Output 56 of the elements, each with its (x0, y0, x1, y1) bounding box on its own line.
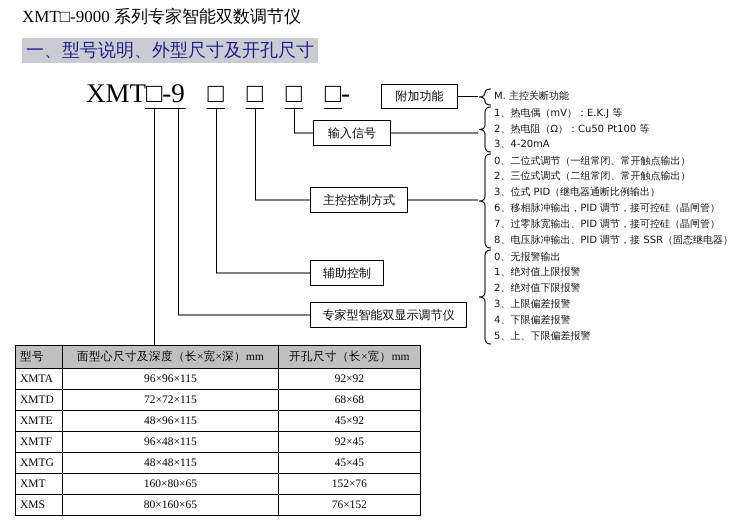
table-cell: 45×92 (278, 410, 420, 432)
option-item: 3、4-20mA (494, 138, 550, 152)
header-cell: 面型心尺寸及深度（长×宽×深）mm (62, 346, 278, 368)
option-item: M. 主控关断功能 (494, 90, 569, 104)
table-cell: 76×152 (278, 494, 420, 516)
option-item: 1、绝对值上限报警 (494, 266, 580, 280)
option-item: 3、上限偏差报警 (494, 298, 570, 312)
option-item: 2、热电阻（Ω）：Cu50 Pt100 等 (494, 122, 650, 137)
header-cell: 型号 (16, 346, 63, 368)
leader-line (216, 108, 310, 274)
header-cell: 开孔尺寸（长×宽）mm (278, 346, 420, 368)
table-cell: 160×80×65 (62, 474, 278, 494)
option-item: 3、位式 PID（继电器通断比例输出） (494, 186, 660, 200)
option-item: 5、上、下限偏差报警 (494, 330, 590, 344)
option-item: 6、移相脉冲输出，PID 调节，接可控硅（晶闸管） (494, 202, 720, 216)
table-cell: XMT (16, 474, 63, 494)
option-item: 1、热电偶（mV）：E.K.J 等 (494, 106, 622, 121)
leader-line (178, 108, 310, 316)
table-cell: 96×96×115 (62, 368, 278, 390)
label-box: 辅助控制 (310, 260, 384, 286)
label-box: 输入信号 (313, 120, 391, 146)
leader-line (390, 132, 478, 134)
table-cell: XMTF (16, 432, 63, 452)
option-item: 0、二位式调节（一组常闭、常开触点输出） (494, 154, 690, 169)
label-box: 附加功能 (381, 84, 458, 109)
table-cell: 96×48×115 (62, 432, 278, 452)
section-heading: 一、型号说明、外型尺寸及开孔尺寸 (22, 38, 318, 63)
table-cell: 92×92 (278, 368, 420, 390)
table-cell: 152×76 (278, 474, 420, 494)
option-item: 2、三位式调式（二组常闭、常开触点输出） (494, 170, 690, 184)
leader-line (154, 108, 155, 346)
model-code: XMT□-9 □ □ □ □- (86, 78, 370, 108)
table-cell: 72×72×115 (62, 390, 278, 410)
option-item: 2、绝对值下限报警 (494, 282, 580, 296)
option-item: 0、无报警输出 (494, 250, 560, 265)
table-cell: 48×48×115 (62, 452, 278, 474)
option-item: 8、电压脉冲输出、PID 调节，接 SSR（固态继电器） (494, 234, 734, 248)
option-item: 4、下限偏差报警 (494, 314, 570, 328)
option-item: 7、过零脉宽输出、PID 调节，接可控硅（晶闸管） (494, 218, 720, 232)
table-cell: 45×45 (278, 452, 420, 474)
label-box: 专家型智能双显示调节仪 (310, 302, 467, 328)
table-cell: XMTG (16, 452, 63, 474)
leader-line (255, 108, 310, 200)
table-cell: 92×45 (278, 432, 420, 452)
title: XMT□-9000 系列专家智能双数调节仪 (22, 6, 301, 28)
data-table (15, 345, 421, 516)
table-cell: 80×160×65 (62, 494, 278, 516)
label-box: 主控控制方式 (310, 187, 408, 213)
table-cell: 48×96×115 (62, 410, 278, 432)
table-cell: XMTA (16, 368, 63, 390)
leader-line (458, 96, 478, 97)
table-cell: XMTE (16, 410, 63, 432)
table-cell: 68×68 (278, 390, 420, 410)
table-cell: XMS (16, 494, 63, 516)
table-cell: XMTD (16, 390, 63, 410)
leader-line (294, 108, 314, 134)
